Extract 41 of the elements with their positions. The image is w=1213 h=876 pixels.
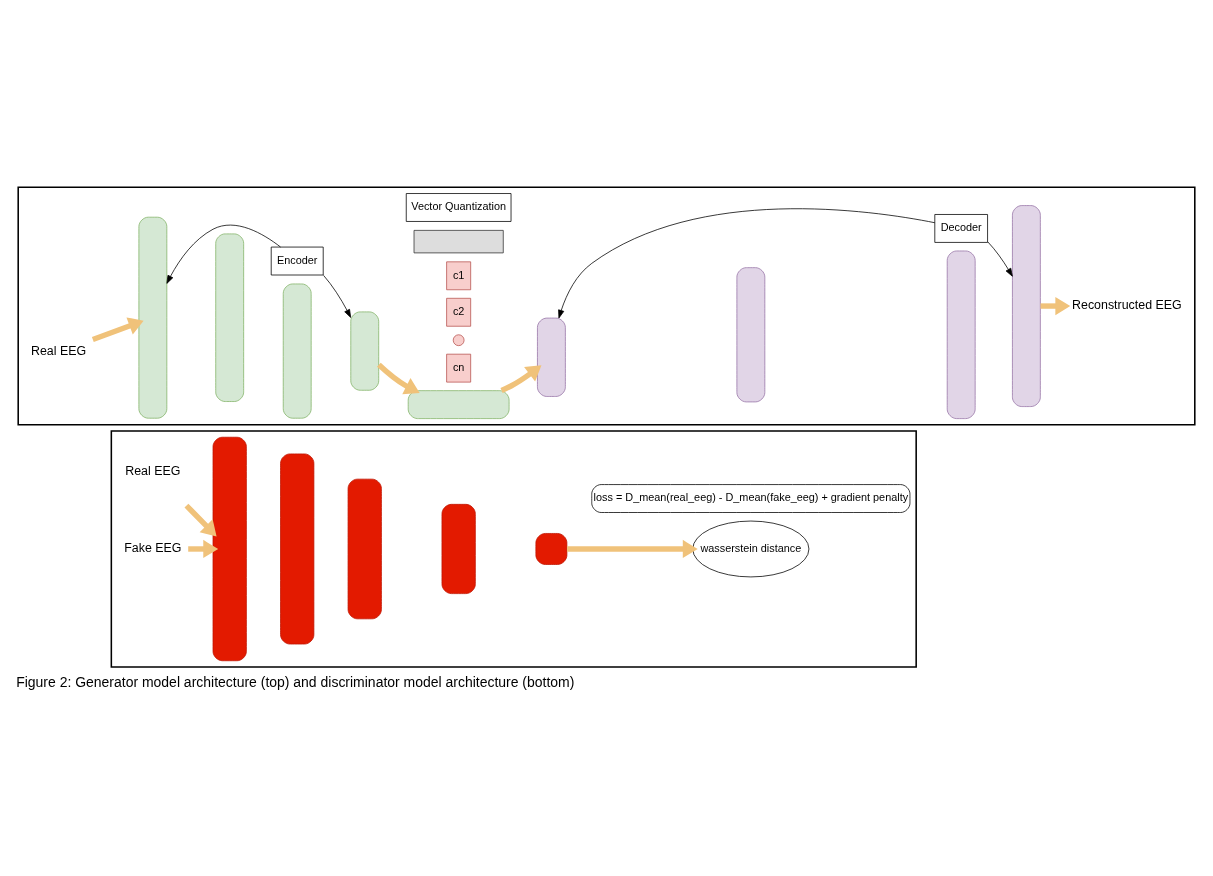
node-box: c1	[446, 261, 472, 291]
arrow	[500, 365, 542, 394]
node-box	[413, 230, 504, 254]
arrow	[166, 224, 281, 284]
node-box: loss = D_mean(real_eeg) - D_mean(fake_eeg) + gradient penalty	[591, 484, 911, 513]
node-bar	[736, 267, 766, 403]
node-bar	[138, 216, 168, 419]
arrow	[987, 241, 1013, 277]
node-bar	[1012, 205, 1041, 407]
node-bar	[347, 478, 382, 620]
node-box: Encoder	[270, 246, 324, 276]
arrow	[567, 539, 698, 559]
arrow	[323, 274, 352, 318]
node-box: c2	[446, 297, 472, 327]
cluster	[17, 186, 1196, 426]
node-bar	[407, 390, 510, 419]
caption: Figure 2: Generator model architecture (top) and discriminator model architecture (bottom)	[16, 674, 575, 691]
node-bar	[946, 250, 976, 419]
node-box	[535, 533, 568, 565]
arrow	[91, 317, 144, 343]
node-text: Reconstructed EEG	[1072, 298, 1182, 313]
node-box: Decoder	[934, 214, 988, 243]
node-box: cn	[446, 353, 472, 383]
node-text: Fake EEG	[124, 540, 182, 555]
node-bar	[215, 233, 245, 402]
node-text: Real EEG	[125, 464, 181, 479]
node-text: Real EEG	[30, 343, 87, 358]
node-bar	[282, 283, 312, 419]
node-bar	[280, 453, 315, 645]
arrow	[184, 503, 217, 537]
node-box: Vector Quantization	[405, 193, 512, 222]
arrow	[377, 362, 420, 395]
node-bar	[350, 311, 380, 391]
node-circle	[452, 334, 465, 347]
arrow	[188, 539, 219, 559]
node-ellipse: wasserstein distance	[692, 520, 810, 578]
arrow	[558, 208, 936, 319]
cluster	[110, 430, 917, 668]
node-bar	[212, 436, 247, 662]
node-bar	[537, 317, 566, 397]
node-bar	[441, 503, 476, 594]
